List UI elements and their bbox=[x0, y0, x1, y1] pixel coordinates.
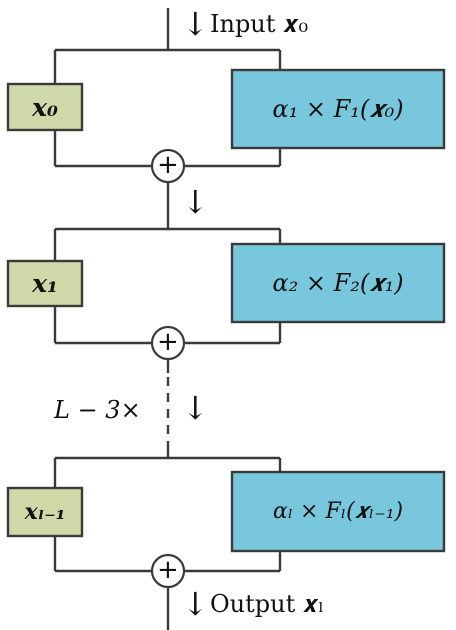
skip-label-1: 𝒙₀ bbox=[32, 92, 58, 122]
sum-plus-2: + bbox=[157, 327, 179, 357]
flow-down-arrow-icon-1: ↓ bbox=[182, 183, 209, 221]
sum-plus-L: + bbox=[157, 555, 179, 585]
skip-box-2 bbox=[6, 259, 84, 308]
residual-block-2 bbox=[6, 227, 446, 361]
function-box-1 bbox=[230, 68, 446, 150]
function-label-L: αₗ × Fₗ(𝒙ₗ₋₁) bbox=[272, 498, 404, 524]
input-down-arrow-icon: ↓ bbox=[182, 5, 209, 43]
sum-plus-1: + bbox=[157, 150, 179, 180]
function-label-2: α₂ × F₂(𝒙₁) bbox=[272, 269, 404, 297]
input-label: Input 𝒙₀ bbox=[210, 10, 309, 38]
residual-block-L bbox=[6, 456, 446, 589]
skip-box-1 bbox=[6, 82, 84, 132]
skip-box-L bbox=[6, 486, 84, 538]
function-label-1: α₁ × F₁(𝒙₀) bbox=[272, 95, 404, 123]
repeat-label: L − 3× bbox=[54, 396, 141, 424]
output-label: Output 𝒙ₗ bbox=[210, 590, 325, 618]
function-box-2 bbox=[230, 242, 446, 324]
skip-label-L: 𝒙ₗ₋₁ bbox=[24, 499, 66, 525]
skip-label-2: 𝒙₁ bbox=[32, 269, 58, 298]
output-down-arrow-icon: ↓ bbox=[182, 585, 209, 623]
residual-block-1 bbox=[6, 48, 446, 184]
flow-down-arrow-icon-2: ↓ bbox=[182, 389, 209, 427]
function-box-L bbox=[230, 470, 446, 553]
